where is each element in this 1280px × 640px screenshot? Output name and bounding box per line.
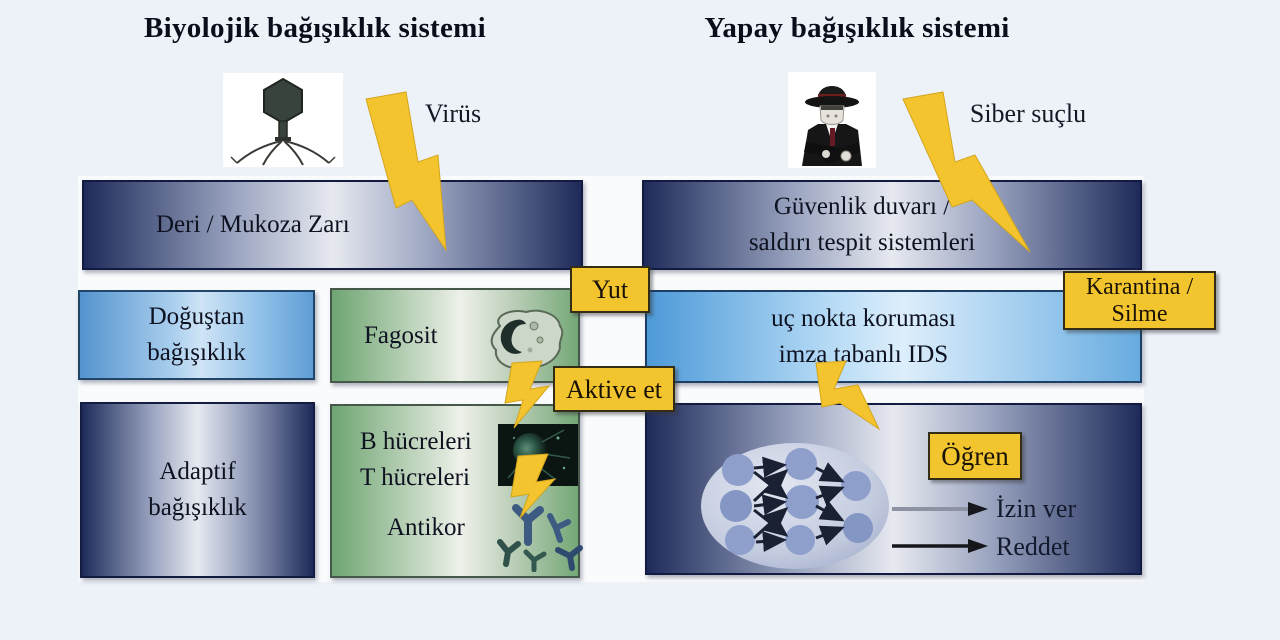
biological-system-title: Biyolojik bağışıklık sistemi <box>144 12 486 44</box>
phagocyte-label: Fagosit <box>364 321 438 349</box>
innate-line1: Doğuştan <box>148 303 245 330</box>
b-cells-label: B hücreleri <box>360 428 472 455</box>
lymphocyte-photo-image <box>498 424 578 486</box>
antibody-y-shapes-image <box>492 498 587 572</box>
deny-label: Reddet <box>996 532 1070 561</box>
learn-action-label: Öğren <box>928 432 1022 480</box>
activate-text: Aktive et <box>565 374 663 404</box>
skin-mucosa-box: Deri / Mukoza Zarı <box>82 180 583 270</box>
decision-arrows <box>888 496 1003 558</box>
firewall-line2: saldırı tespit sistemleri <box>748 229 976 256</box>
engulf-action-label: Yut <box>570 266 650 313</box>
innate-line2: bağışıklık <box>147 339 246 366</box>
learn-text: Öğren <box>941 440 1009 471</box>
firewall-ids-box: Güvenlik duvarı / saldırı tespit sisteml… <box>642 180 1142 270</box>
skin-mucosa-label: Deri / Mukoza Zarı <box>156 211 350 238</box>
virus-label: Virüs <box>424 99 482 128</box>
quarantine-line1: Karantina / <box>1085 273 1194 300</box>
adaptive-line1: Adaptif <box>159 458 236 485</box>
activate-action-label: Aktive et <box>553 366 675 412</box>
deny-arrow-head <box>968 539 988 553</box>
adaptive-immunity-box: Adaptif bağışıklık <box>80 402 315 578</box>
engulf-text: Yut <box>591 275 629 304</box>
bacteriophage-virus-icon <box>223 73 343 167</box>
cybercriminal-label: Siber suçlu <box>969 99 1087 128</box>
antibody-label: Antikor <box>387 514 465 541</box>
firewall-line1: Güvenlik duvarı / <box>773 193 951 220</box>
innate-immunity-box: Doğuştan bağışıklık <box>78 290 315 380</box>
endpoint-line2: imza tabanlı IDS <box>778 340 949 368</box>
phagocyte-cell-image <box>482 306 566 372</box>
allow-arrow-head <box>968 502 988 516</box>
neural-network-ellipse-image <box>698 440 892 572</box>
quarantine-line2: Silme <box>1111 300 1168 327</box>
artificial-system-title: Yapay bağışıklık sistemi <box>704 12 1010 44</box>
endpoint-line1: uç nokta koruması <box>771 304 956 332</box>
adaptive-line2: bağışıklık <box>148 494 247 521</box>
quarantine-action-label: Karantina / Silme <box>1063 271 1216 330</box>
allow-label: İzin ver <box>996 494 1077 523</box>
masked-cybercriminal-icon <box>788 72 876 168</box>
t-cells-label: T hücreleri <box>360 464 470 491</box>
